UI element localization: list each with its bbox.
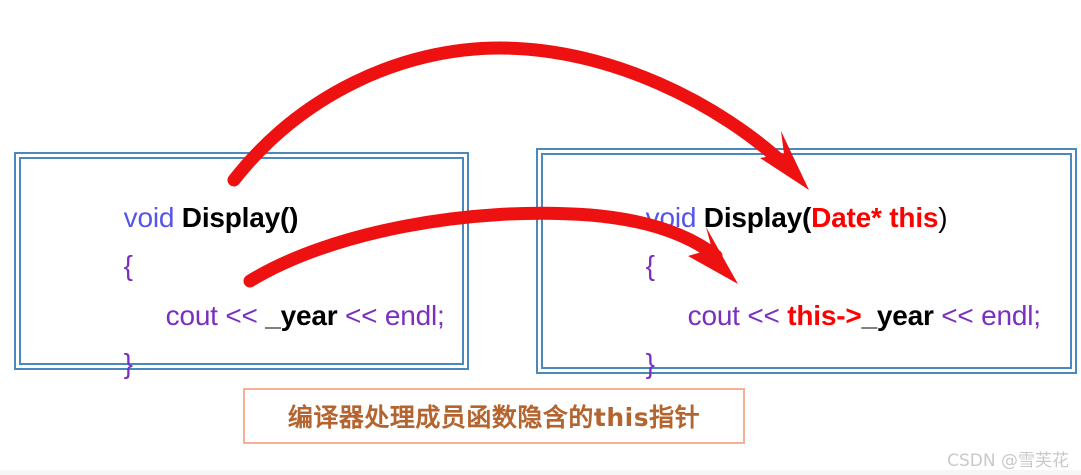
- left-close-brace: }: [123, 348, 133, 379]
- left-function-display: Display(): [181, 202, 299, 233]
- right-code-box: void Display(Date* this) { cout << this-…: [536, 148, 1077, 379]
- left-member-year: _year: [265, 300, 338, 331]
- right-close-brace-line: }: [585, 319, 655, 409]
- right-this-parameter: Date* this: [811, 202, 939, 233]
- left-endl-suffix: << endl;: [337, 300, 445, 331]
- right-close-paren: ): [938, 202, 948, 233]
- left-code-box: void Display() { cout << _year << endl; …: [14, 152, 469, 379]
- right-this-arrow: this->: [787, 300, 862, 331]
- right-endl-suffix: << endl;: [933, 300, 1041, 331]
- right-cout-prefix: cout <<: [687, 300, 788, 331]
- left-open-brace-line: {: [63, 221, 133, 311]
- csdn-watermark: CSDN @雪芙花: [947, 451, 1069, 471]
- bottom-divider: [0, 470, 1081, 475]
- right-code-box-inner: void Display(Date* this) { cout << this-…: [541, 153, 1072, 379]
- right-function-display: Display(: [703, 202, 812, 233]
- caption-box: 编译器处理成员函数隐含的this指针: [243, 388, 745, 444]
- left-close-brace-line: }: [63, 319, 133, 409]
- left-code-box-inner: void Display() { cout << _year << endl; …: [19, 157, 464, 379]
- left-open-brace: {: [123, 250, 133, 281]
- left-cout-prefix: cout <<: [165, 300, 266, 331]
- left-keyword-void: void: [123, 202, 182, 233]
- right-close-brace: }: [645, 348, 655, 379]
- left-body-line: cout << _year << endl;: [105, 271, 445, 361]
- right-body-line: cout << this->_year << endl;: [627, 271, 1041, 361]
- right-member-year: _year: [861, 300, 934, 331]
- caption-text: 编译器处理成员函数隐含的this指针: [287, 403, 701, 432]
